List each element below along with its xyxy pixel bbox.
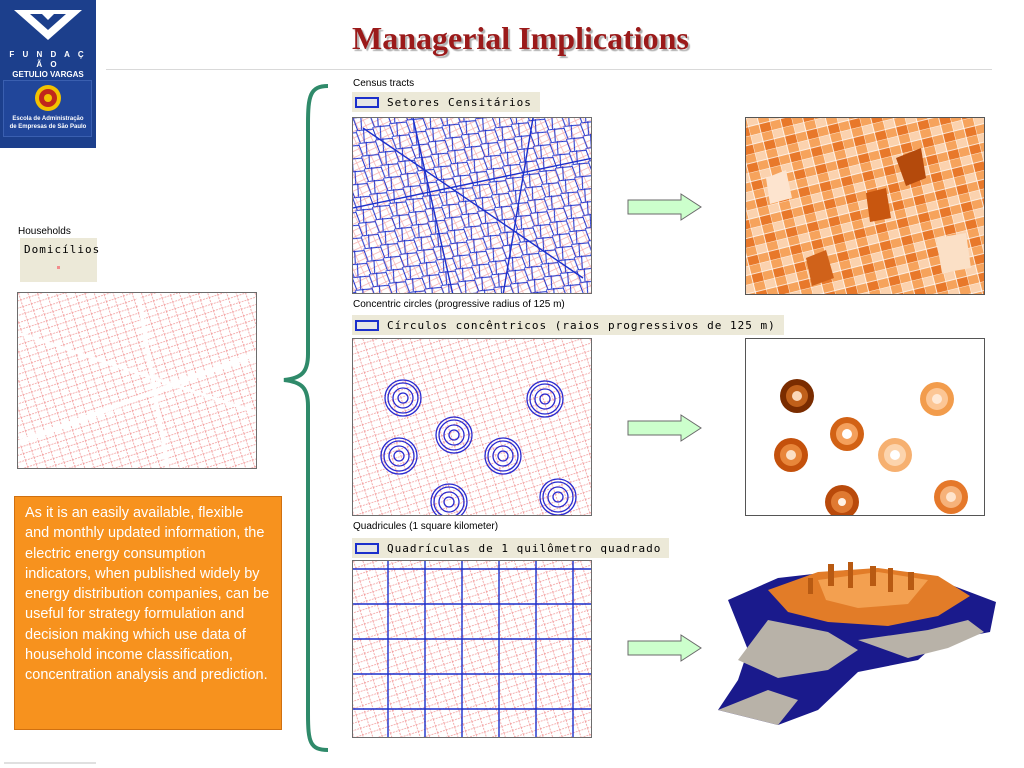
households-legend: Domicílios [20, 238, 101, 282]
arrow-quadricules-icon [627, 634, 703, 662]
households-map [17, 292, 257, 469]
footer-line [4, 762, 96, 764]
household-point-icon [57, 266, 60, 269]
3d-surface-map [718, 562, 996, 725]
logo-line-1: F U N D A Ç Ã O [9, 50, 87, 69]
school-crest-icon [35, 85, 61, 111]
logo-line-2: GETULIO VARGAS [12, 70, 84, 79]
school-line-1: Escola de Administração [12, 116, 84, 122]
arrow-census-icon [627, 193, 703, 221]
census-legend-label: Setores Censitários [387, 95, 532, 109]
circle-marker [780, 379, 814, 413]
circles-caption: Concentric circles (progressive radius o… [353, 299, 565, 310]
households-legend-label: Domicílios [24, 243, 101, 256]
arrow-circles-icon [627, 414, 703, 442]
legend-swatch-icon [355, 542, 379, 554]
circles-legend: Círculos concêntricos (raios progressivo… [352, 315, 784, 335]
households-caption: Households [18, 226, 71, 237]
legend-swatch-icon [355, 96, 379, 108]
curly-brace [283, 84, 329, 752]
info-text-box: As it is an easily available, flexible a… [14, 496, 282, 730]
school-line-2: de Empresas de São Paulo [9, 124, 87, 130]
circles-intensity-map [745, 338, 985, 516]
fgv-emblem-icon [14, 10, 82, 40]
census-legend: Setores Censitários [352, 92, 540, 112]
quadricules-legend-label: Quadrículas de 1 quilômetro quadrado [387, 541, 662, 555]
quadricules-caption: Quadricules (1 square kilometer) [353, 521, 499, 532]
census-tracts-map [352, 117, 592, 294]
school-badge: Escola de Administração de Empresas de S… [3, 80, 92, 137]
quadricules-map [352, 560, 592, 738]
concentric-circles-map [352, 338, 592, 516]
quadricules-legend: Quadrículas de 1 quilômetro quadrado [352, 538, 670, 558]
title-divider [106, 69, 992, 70]
page-title: Managerial Implications [352, 20, 689, 56]
fgv-logo: F U N D A Ç Ã O GETULIO VARGAS Escola de… [0, 0, 96, 148]
census-choropleth-map [745, 117, 985, 295]
circles-legend-label: Círculos concêntricos (raios progressivo… [387, 318, 776, 332]
census-caption: Census tracts [353, 78, 415, 89]
legend-swatch-icon [355, 319, 379, 331]
